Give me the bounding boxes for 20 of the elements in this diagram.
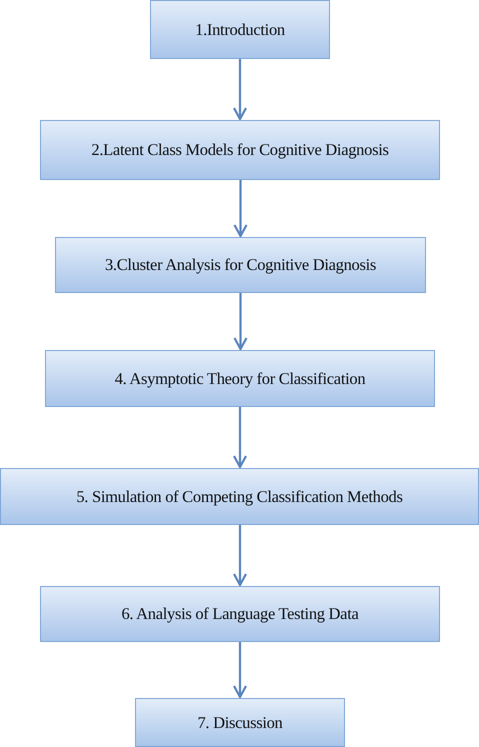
arrow — [233, 293, 248, 350]
process-box — [55, 237, 426, 293]
arrow — [232, 642, 248, 698]
arrow — [232, 407, 248, 468]
process-box — [45, 350, 435, 407]
process-box — [40, 586, 440, 642]
box-label: 4. Asymptotic Theory for Classification — [114, 368, 366, 388]
box-label: 7. Discussion — [197, 712, 283, 732]
process-box — [135, 698, 345, 747]
box-label: 2.Latent Class Models for Cognitive Diagnosis — [91, 140, 389, 160]
box-label: 3.Cluster Analysis for Cognitive Diagnosis — [104, 255, 376, 275]
process-box — [0, 468, 479, 525]
arrow — [233, 180, 248, 238]
arrow — [232, 525, 248, 586]
process-box — [150, 0, 330, 59]
box-label: 6. Analysis of Language Testing Data — [121, 604, 359, 624]
box-label: 1.Introduction — [195, 20, 285, 40]
process-box — [40, 120, 440, 180]
box-label: 5. Simulation of Competing Classification Methods — [76, 486, 403, 506]
arrow — [232, 59, 248, 120]
